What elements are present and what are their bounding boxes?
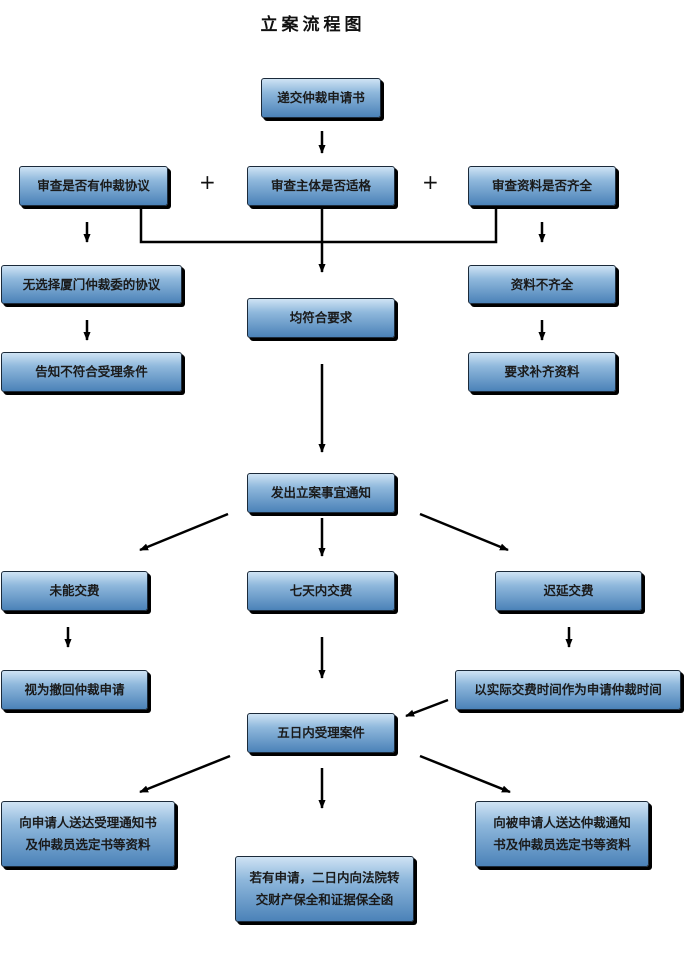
merge-bracket (139, 206, 498, 244)
node-issue-filing-notice: 发出立案事宜通知 (247, 473, 395, 513)
node-no-xiamen-agreement: 无选择厦门仲裁委的协议 (1, 265, 182, 304)
node-documents-incomplete: 资料不齐全 (468, 265, 616, 304)
node-check-agreement: 审查是否有仲裁协议 (19, 166, 168, 206)
node-submit-application: 递交仲裁申请书 (261, 78, 381, 118)
node-court-transfer: 若有申请，二日内向法院转交财产保全和证据保全函 (235, 856, 414, 922)
node-notify-not-eligible: 告知不符合受理条件 (1, 352, 182, 392)
node-actual-payment-time: 以实际交费时间作为申请仲裁时间 (455, 670, 681, 710)
node-paid-within-7-days: 七天内交费 (247, 571, 395, 611)
arrow-actual-time-to-accept (405, 698, 449, 718)
arrow-notice-to-delay (419, 512, 509, 552)
arrow-notice-to-not-paid (139, 512, 229, 552)
node-check-documents: 审查资料是否齐全 (468, 166, 616, 206)
node-all-requirements-met: 均符合要求 (247, 298, 395, 338)
node-accept-within-5-days: 五日内受理案件 (247, 713, 395, 753)
node-send-to-respondent: 向被申请人送达仲裁通知书及仲裁员选定书等资料 (475, 801, 649, 867)
page-title: 立案流程图 (260, 15, 366, 35)
node-check-subject: 审查主体是否适格 (247, 166, 395, 206)
plus-sign-left: + (199, 170, 216, 194)
plus-sign-right: + (422, 170, 439, 194)
node-not-paid: 未能交费 (1, 571, 148, 611)
node-late-payment: 迟延交费 (495, 571, 642, 611)
node-deemed-withdrawn: 视为撤回仲裁申请 (1, 670, 148, 710)
arrow-accept-to-respondent (419, 754, 511, 794)
arrow-accept-to-applicant (139, 754, 231, 794)
node-request-documents: 要求补齐资料 (468, 352, 616, 392)
node-send-to-applicant: 向申请人送达受理通知书及仲裁员选定书等资料 (1, 801, 175, 867)
